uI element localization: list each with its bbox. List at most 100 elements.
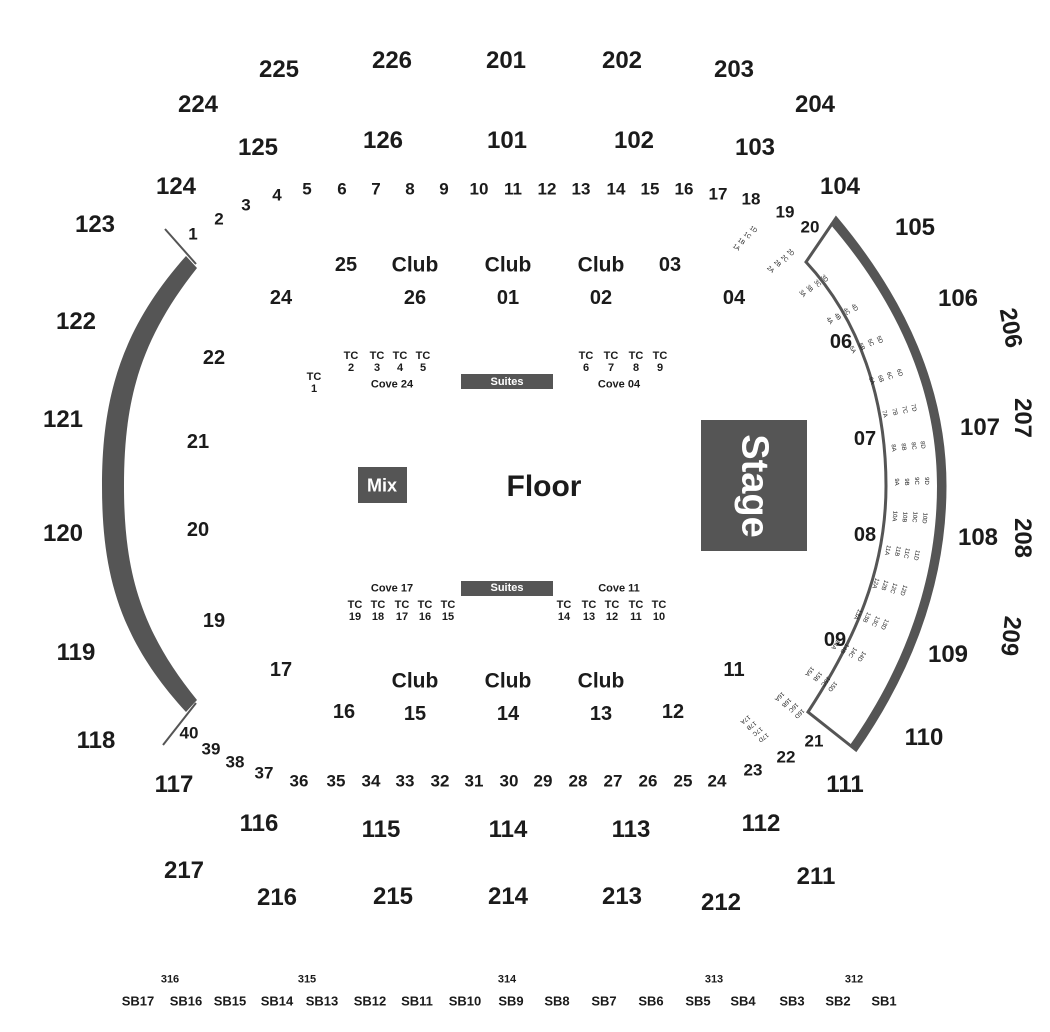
section-111[interactable]: 111	[826, 771, 864, 798]
section-125[interactable]: 125	[237, 134, 279, 161]
skybox-sb11[interactable]: SB11	[401, 993, 433, 1009]
row-35[interactable]: 35	[326, 771, 346, 791]
section-114[interactable]: 114	[488, 816, 528, 843]
skybox-sb8[interactable]: SB8	[544, 993, 570, 1009]
inner-section-15[interactable]: 15	[403, 703, 427, 725]
row-32[interactable]: 32	[430, 771, 450, 791]
inner-section-11[interactable]: 11	[723, 659, 745, 681]
inner-section-21[interactable]: 21	[186, 431, 210, 453]
section-313[interactable]: 313	[704, 973, 724, 986]
section-207[interactable]: 207	[1009, 397, 1036, 439]
inner-section-24[interactable]: 24	[269, 287, 293, 309]
box-seat-9d[interactable]: 9D	[922, 477, 930, 486]
cove-17[interactable]: Cove 17	[370, 582, 414, 595]
row-1[interactable]: 1	[188, 224, 198, 244]
stage[interactable]	[701, 420, 807, 551]
section-314[interactable]: 314	[497, 973, 517, 986]
inner-section-04[interactable]: 04	[722, 287, 746, 309]
row-13[interactable]: 13	[571, 179, 591, 199]
row-4[interactable]: 4	[272, 185, 282, 205]
skybox-sb13[interactable]: SB13	[305, 993, 339, 1009]
section-312[interactable]: 312	[844, 973, 864, 986]
row-20[interactable]: 20	[800, 217, 820, 237]
row-30[interactable]: 30	[499, 771, 519, 791]
skybox-sb15[interactable]: SB15	[213, 993, 247, 1009]
section-201[interactable]: 201	[485, 47, 527, 74]
section-202[interactable]: 202	[601, 47, 643, 74]
section-101[interactable]: 101	[486, 127, 528, 154]
row-33[interactable]: 33	[395, 771, 415, 791]
row-15[interactable]: 15	[640, 179, 660, 199]
section-214[interactable]: 214	[487, 883, 529, 910]
box-seat-7b[interactable]: 7B	[890, 407, 898, 417]
row-38[interactable]: 38	[225, 752, 245, 772]
row-3[interactable]: 3	[241, 195, 251, 215]
row-40[interactable]: 40	[179, 723, 199, 743]
inner-section-20[interactable]: 20	[186, 519, 210, 541]
section-226[interactable]: 226	[371, 47, 413, 74]
row-22[interactable]: 22	[776, 747, 796, 767]
row-2[interactable]: 2	[214, 209, 224, 229]
skybox-sb7[interactable]: SB7	[591, 993, 617, 1009]
section-103[interactable]: 103	[734, 134, 776, 161]
skybox-sb10[interactable]: SB10	[448, 993, 482, 1009]
section-315[interactable]: 315	[297, 973, 317, 986]
box-seat-10a[interactable]: 10A	[890, 510, 898, 522]
section-203[interactable]: 203	[713, 56, 755, 83]
section-224[interactable]: 224	[177, 91, 219, 118]
suites-top[interactable]	[461, 374, 553, 389]
section-206[interactable]: 206	[993, 305, 1028, 350]
section-124[interactable]: 124	[155, 173, 197, 200]
section-105[interactable]: 105	[894, 214, 936, 241]
inner-section-26[interactable]: 26	[403, 287, 427, 309]
row-27[interactable]: 27	[603, 771, 623, 791]
row-6[interactable]: 6	[337, 179, 347, 199]
section-123[interactable]: 123	[74, 211, 116, 238]
box-seat-8b[interactable]: 8B	[899, 442, 907, 451]
row-17[interactable]: 17	[708, 184, 728, 204]
box-seat-9c[interactable]: 9C	[912, 477, 920, 486]
row-23[interactable]: 23	[743, 760, 763, 780]
skybox-sb4[interactable]: SB4	[730, 993, 756, 1009]
row-36[interactable]: 36	[289, 771, 309, 791]
row-31[interactable]: 31	[464, 771, 484, 791]
section-115[interactable]: 115	[361, 816, 401, 843]
box-seat-9b[interactable]: 9B	[902, 477, 910, 486]
section-216[interactable]: 216	[256, 884, 298, 911]
section-211[interactable]: 211	[796, 863, 836, 890]
box-seat-10b[interactable]: 10B	[900, 510, 908, 523]
inner-section-22[interactable]: 22	[202, 347, 226, 369]
inner-section-06[interactable]: 06	[829, 331, 853, 353]
section-213[interactable]: 213	[601, 883, 643, 910]
section-112[interactable]: 112	[741, 810, 781, 837]
box-seat-7c[interactable]: 7C	[899, 405, 908, 415]
inner-section-03[interactable]: 03	[658, 254, 682, 276]
inner-section-17[interactable]: 17	[269, 659, 293, 681]
suites-bottom[interactable]	[461, 581, 553, 596]
skybox-sb1[interactable]: SB1	[871, 993, 897, 1009]
section-117[interactable]: 117	[154, 771, 194, 798]
section-110[interactable]: 110	[904, 724, 944, 751]
section-109[interactable]: 109	[927, 641, 969, 668]
section-116[interactable]: 116	[239, 810, 279, 837]
row-5[interactable]: 5	[302, 179, 312, 199]
row-8[interactable]: 8	[405, 179, 415, 199]
skybox-sb2[interactable]: SB2	[825, 993, 851, 1009]
inner-section-08[interactable]: 08	[853, 524, 877, 546]
section-104[interactable]: 104	[819, 173, 861, 200]
mix-booth[interactable]	[358, 467, 407, 503]
skybox-sb5[interactable]: SB5	[685, 993, 711, 1009]
inner-section-02[interactable]: 02	[589, 287, 613, 309]
